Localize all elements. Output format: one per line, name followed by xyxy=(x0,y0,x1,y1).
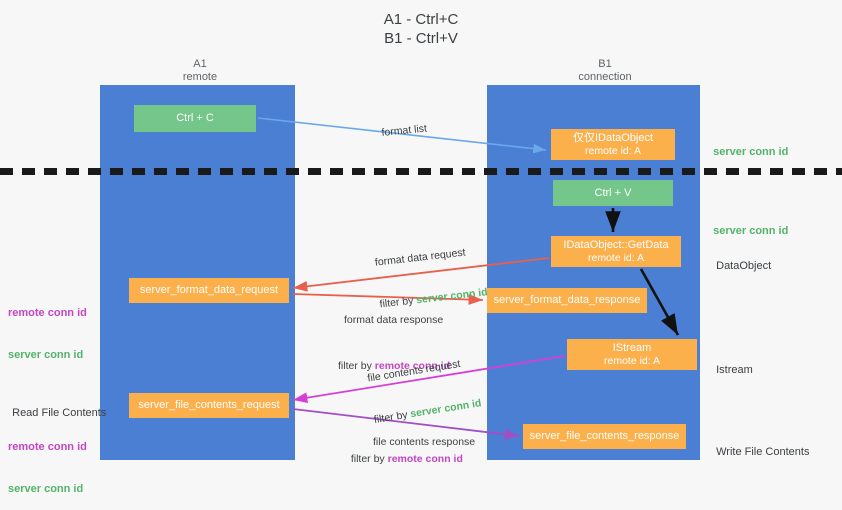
column-header-a1: A1 remote xyxy=(140,58,260,84)
annotation-istream-text: Istream xyxy=(716,364,753,376)
node-idataobject-sublabel: remote id: A xyxy=(584,144,642,157)
node-idataobject-getdata[interactable]: IDataObject::GetData remote id: A xyxy=(551,236,681,267)
node-ctrl-v[interactable]: Ctrl + V xyxy=(553,180,673,206)
node-server-format-data-request[interactable]: server_format_data_request xyxy=(129,278,289,303)
node-istream[interactable]: IStream remote id: A xyxy=(567,339,697,370)
node-istream-label: IStream xyxy=(612,341,652,354)
arrow-format-data-request xyxy=(292,257,550,292)
edge-label-format-data-response-title: format data response xyxy=(344,314,444,326)
arrow-format-list xyxy=(257,117,547,154)
node-idataobject-getdata-sublabel: remote id: A xyxy=(587,251,645,264)
annotation-remote-conn-id-mid-text: remote conn id xyxy=(8,307,87,319)
node-server-file-contents-response[interactable]: server_file_contents_response xyxy=(523,424,686,449)
column-header-a1-name: A1 xyxy=(193,58,207,70)
node-server-file-contents-response-label: server_file_contents_response xyxy=(529,430,680,442)
column-header-b1-sub: connection xyxy=(578,71,632,83)
node-ctrl-c[interactable]: Ctrl + C xyxy=(134,105,256,132)
edge-label-format-data-response: format data response filter by remote co… xyxy=(338,285,450,387)
edge-label-format-data-request-title: format data request xyxy=(374,246,467,269)
annotation-conn-ids-mid: remote conn id server conn id xyxy=(8,278,87,376)
node-ctrl-v-label: Ctrl + V xyxy=(594,186,632,199)
column-header-b1-name: B1 xyxy=(598,58,612,70)
edge-label-file-contents-response-title: file contents response xyxy=(373,436,476,448)
divider-dashed-line xyxy=(0,168,842,175)
annotation-dataobject-text: DataObject xyxy=(716,260,772,272)
arrow-format-data-response xyxy=(292,293,484,305)
annotation-server-conn-id-bottom-text: server conn id xyxy=(8,483,84,495)
annotation-server-conn-id-mid: server conn id xyxy=(707,210,788,238)
column-header-b1: B1 connection xyxy=(535,58,675,84)
filter-prefix: filter by xyxy=(350,453,388,465)
edge-label-file-contents-request-title: file contents request xyxy=(366,357,462,385)
annotation-server-conn-id-top-text: server conn id xyxy=(713,146,789,158)
node-server-format-data-request-label: server_format_data_request xyxy=(139,284,279,296)
node-idataobject-label: 仅仅IDataObject xyxy=(572,131,654,144)
edge-label-file-contents-response-filter: filter by remote conn id xyxy=(345,438,463,466)
filter-value-remote-conn-id: remote conn id xyxy=(387,453,463,465)
annotation-write-file-contents-text: Write File Contents xyxy=(716,446,810,458)
node-idataobject[interactable]: 仅仅IDataObject remote id: A xyxy=(551,129,675,160)
filter-prefix: filter by xyxy=(338,360,375,372)
node-idataobject-getdata-label: IDataObject::GetData xyxy=(563,238,669,251)
annotation-server-conn-id-mid-text: server conn id xyxy=(713,225,789,237)
node-server-format-data-response[interactable]: server_format_data_response xyxy=(487,288,647,313)
node-server-file-contents-request-label: server_file_contents_request xyxy=(138,399,280,411)
annotation-read-file-contents: Read File Contents xyxy=(6,392,106,420)
edge-label-format-data-response-filter: filter by remote conn id xyxy=(338,359,450,373)
arrow-file-contents-response xyxy=(292,408,520,440)
annotation-conn-ids-bottom: remote conn id server conn id xyxy=(8,412,87,510)
annotation-remote-conn-id-bottom-text: remote conn id xyxy=(8,441,87,453)
annotation-server-conn-id-top: server conn id xyxy=(707,131,788,159)
annotation-read-file-contents-text: Read File Contents xyxy=(12,407,107,419)
node-istream-sublabel: remote id: A xyxy=(603,354,661,367)
annotation-istream: Istream xyxy=(710,349,753,377)
annotation-server-conn-id-mid-left-text: server conn id xyxy=(8,349,84,361)
arrow-getdata-to-istream xyxy=(639,268,680,336)
annotation-write-file-contents: Write File Contents xyxy=(710,431,809,459)
node-server-format-data-response-label: server_format_data_response xyxy=(493,294,641,306)
arrow-file-contents-request xyxy=(292,355,566,404)
annotation-dataobject: DataObject xyxy=(710,245,771,273)
node-ctrl-c-label: Ctrl + C xyxy=(176,112,214,124)
column-header-a1-sub: remote xyxy=(182,71,218,83)
node-server-file-contents-request[interactable]: server_file_contents_request xyxy=(129,393,289,418)
edge-label-format-list: format list xyxy=(374,108,428,141)
edge-label-file-contents-response: file contents response xyxy=(373,407,475,463)
filter-value-remote-conn-id: remote conn id xyxy=(374,360,451,372)
page-title: A1 - Ctrl+C B1 - Ctrl+V xyxy=(383,11,459,47)
